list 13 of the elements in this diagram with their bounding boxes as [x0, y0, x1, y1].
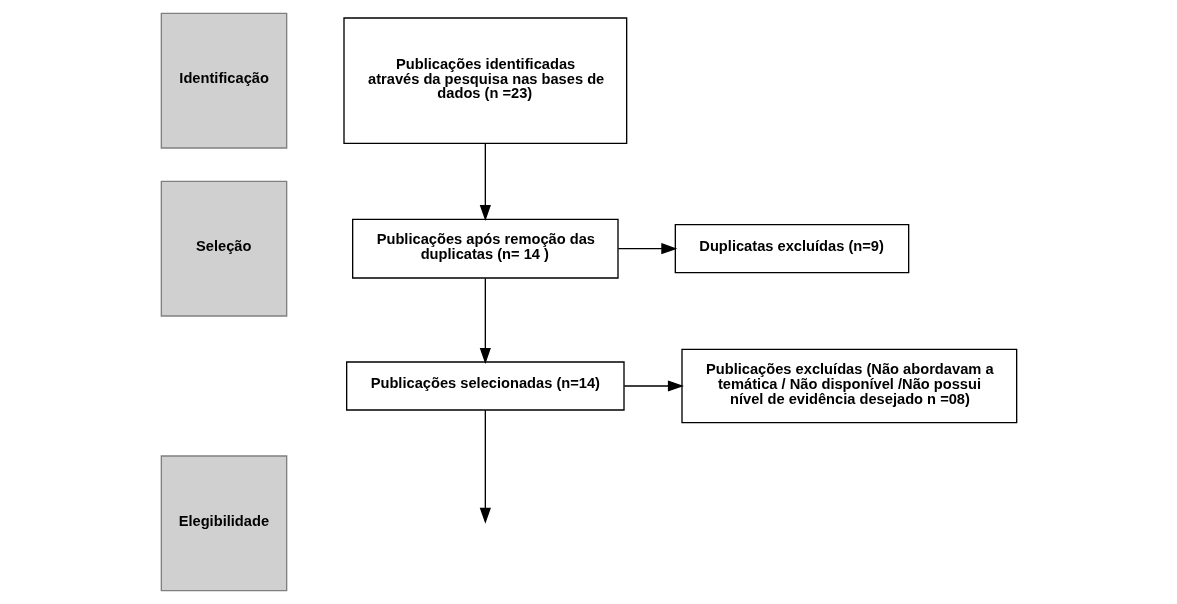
arrow: [623, 380, 684, 392]
node-box: Seleção: [160, 180, 287, 317]
node-box: Identificação: [160, 12, 287, 149]
node-box: Duplicatas excluídas (n=9): [674, 224, 909, 274]
arrow: [479, 409, 491, 524]
node-box: Publicações após remoção das duplicatas (n= 14 ): [351, 218, 619, 279]
node-box: Publicações excluídas (Não abordavam a temática / Não disponível /Não possui nível de evidência desejado n =08): [680, 348, 1017, 424]
arrow: [479, 277, 491, 364]
node-box: Publicações identificadas através da pesquisa nas bases de dados (n =23): [342, 17, 627, 144]
arrow: [617, 243, 677, 255]
node-box: Publicações selecionadas (n=14): [345, 361, 625, 411]
node-box: Elegibilidade: [160, 455, 287, 592]
arrow: [479, 142, 491, 221]
